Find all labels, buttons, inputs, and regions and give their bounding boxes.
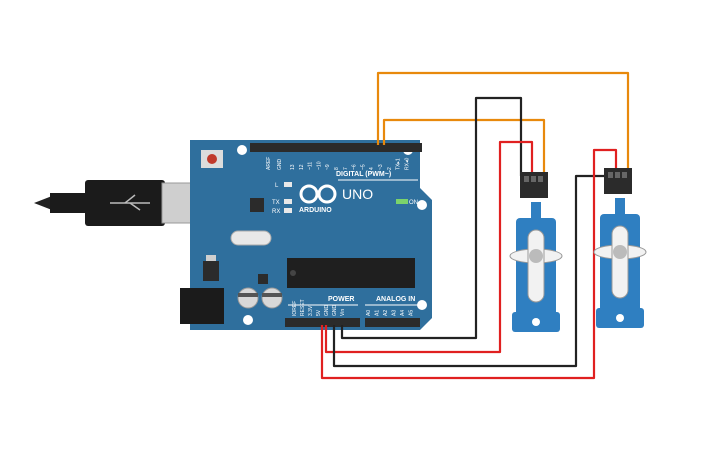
digital-pin-label-4: ~9 bbox=[325, 164, 331, 170]
digital-header[interactable] bbox=[250, 143, 422, 152]
arduino-uno-board[interactable]: ARDUINO UNO DIGITAL (PWM~) POWER ANALOG … bbox=[180, 140, 432, 330]
model-label: UNO bbox=[342, 186, 373, 202]
led-rx-label: RX bbox=[272, 209, 280, 215]
digital-pin-label-13: RX◂0 bbox=[404, 158, 410, 170]
analog-header[interactable] bbox=[365, 318, 420, 327]
power-jack[interactable] bbox=[180, 288, 224, 324]
digital-pin-label-11: 2 bbox=[387, 167, 393, 170]
analog-pin-label-1: A1 bbox=[375, 310, 381, 316]
digital-pin-label-9: 4 bbox=[369, 167, 375, 170]
digital-pin-label-1: 12 bbox=[299, 164, 305, 170]
digital-pin-label-8: ~5 bbox=[360, 164, 366, 170]
digital-pin-label-12: TX▸1 bbox=[396, 158, 402, 170]
gnd-pin-label: GND bbox=[277, 159, 283, 171]
led-tx bbox=[284, 199, 292, 204]
signal-wire-servo-2[interactable] bbox=[376, 71, 630, 170]
analog-pin-label-2: A2 bbox=[383, 310, 389, 316]
on-led bbox=[396, 199, 408, 204]
power-label: POWER bbox=[328, 296, 354, 303]
digital-pin-label-0: 13 bbox=[290, 164, 296, 170]
atmega-chip bbox=[287, 258, 415, 288]
power-wire-servo-2[interactable] bbox=[320, 148, 618, 380]
capacitors bbox=[237, 287, 283, 309]
servo-connector-2[interactable] bbox=[604, 168, 632, 194]
usb-chip bbox=[250, 198, 264, 212]
digital-pin-label-3: ~10 bbox=[316, 161, 322, 170]
led-rx bbox=[284, 208, 292, 213]
led-l bbox=[284, 182, 292, 187]
servo-motor-1[interactable] bbox=[509, 172, 563, 332]
power-pin-label-5: GND bbox=[332, 305, 338, 317]
led-tx-label: TX bbox=[272, 200, 280, 206]
power-pin-label-4: GND bbox=[324, 305, 330, 317]
analog-pin-label-5: A5 bbox=[409, 310, 415, 316]
analog-label: ANALOG IN bbox=[376, 296, 415, 303]
signal-wire-servo-1[interactable] bbox=[382, 118, 546, 176]
servo-motor-2[interactable] bbox=[593, 168, 647, 328]
analog-pin-label-0: A0 bbox=[366, 310, 372, 316]
servo-horn-2[interactable] bbox=[593, 225, 647, 299]
power-pin-label-1: RESET bbox=[300, 299, 306, 316]
on-label: ON bbox=[409, 200, 418, 206]
power-header[interactable] bbox=[285, 318, 360, 327]
power-wire-servo-1[interactable] bbox=[324, 140, 534, 354]
usb-cable bbox=[34, 180, 203, 226]
voltage-regulator bbox=[203, 261, 219, 281]
ground-wire-servo-2[interactable] bbox=[332, 174, 606, 368]
analog-pin-label-4: A4 bbox=[400, 310, 406, 316]
usb-icon bbox=[110, 194, 150, 211]
digital-pin-label-2: ~11 bbox=[308, 162, 314, 170]
aref-pin-label: AREF bbox=[266, 157, 272, 170]
small-chip bbox=[258, 274, 268, 284]
brand-label: ARDUINO bbox=[299, 207, 332, 214]
digital-pin-label-7: ~6 bbox=[352, 164, 358, 170]
servo-horn-1[interactable] bbox=[509, 229, 563, 303]
power-pin-label-6: Vin bbox=[340, 309, 346, 316]
wires bbox=[320, 71, 630, 380]
digital-pin-label-6: 7 bbox=[343, 167, 349, 170]
servo-connector-1[interactable] bbox=[520, 172, 548, 198]
analog-pin-label-3: A3 bbox=[392, 310, 398, 316]
power-pin-label-2: 3.3V bbox=[308, 305, 314, 316]
arduino-logo bbox=[299, 184, 337, 204]
ground-wire-servo-1[interactable] bbox=[340, 96, 523, 340]
digital-pin-label-5: 8 bbox=[334, 167, 340, 170]
digital-pin-label-10: ~3 bbox=[378, 164, 384, 170]
power-pin-label-0: IOREF bbox=[292, 301, 298, 316]
digital-label: DIGITAL (PWM~) bbox=[336, 171, 391, 178]
power-pin-label-3: 5V bbox=[316, 309, 322, 316]
led-l-label: L bbox=[275, 183, 279, 189]
crystal bbox=[230, 230, 272, 246]
